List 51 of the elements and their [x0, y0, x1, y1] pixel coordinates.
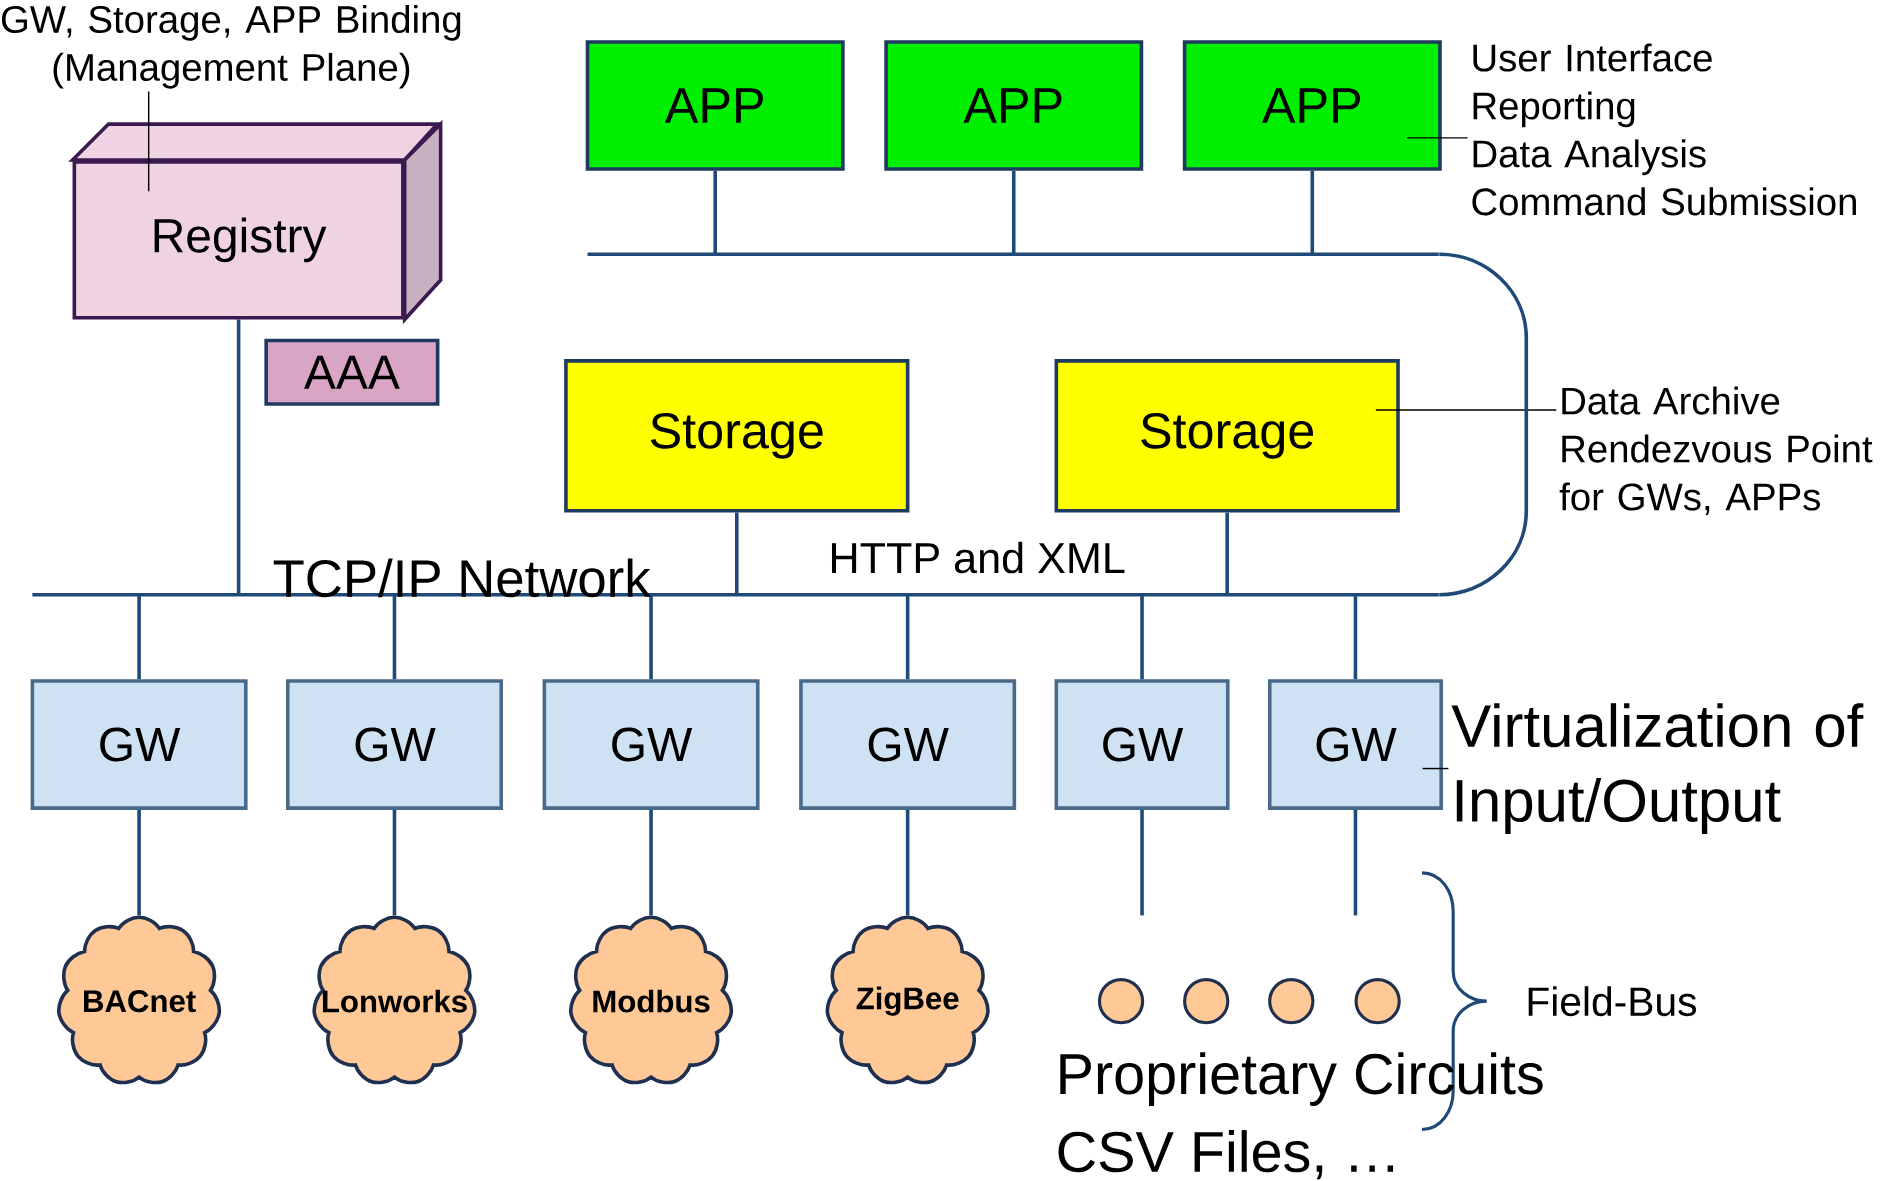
virtualization-note: Virtualization of Input/Output	[1451, 703, 1864, 834]
bus-connector	[905, 594, 910, 680]
leader-line	[147, 90, 150, 192]
bus-connector	[649, 594, 653, 680]
field-bus-label: Field-Bus	[1528, 986, 1697, 1017]
field-line	[1140, 809, 1144, 916]
bus-connector	[392, 809, 397, 916]
bus-connector	[137, 809, 141, 916]
gateway-box: GW	[799, 679, 1017, 810]
device-circle	[1097, 978, 1145, 1025]
device-circle	[1268, 978, 1315, 1025]
gateway-box: GW	[30, 679, 248, 810]
storage-note: Data Archive Rendezvous Point for GWs, APPs	[1559, 386, 1873, 516]
protocol-label: HTTP and XML	[832, 541, 1125, 574]
app-box: APP	[884, 40, 1144, 171]
bus-connector	[1353, 594, 1358, 680]
bus-connector	[1140, 594, 1144, 680]
caption-text: GW, Storage, APP Binding (Management Plane)	[1, 4, 461, 89]
bus-connector	[1310, 170, 1315, 255]
field-line	[1353, 809, 1358, 916]
network-label: TCP/IP Network	[273, 558, 651, 598]
leader-line	[1421, 767, 1450, 770]
storage-box: Storage	[1054, 359, 1400, 513]
bus-connector	[137, 594, 141, 680]
network-cloud: BACnet	[57, 915, 222, 1085]
bus-loop	[1439, 252, 1529, 597]
network-cloud: Lonworks	[312, 915, 477, 1085]
gateway-box: GW	[1054, 679, 1230, 810]
bus-connector	[735, 512, 739, 595]
network-cloud: ZigBee	[825, 915, 990, 1085]
bus-connector	[392, 594, 397, 680]
gateway-box: GW	[1267, 679, 1443, 810]
file-note: CSV Files, …	[1058, 1130, 1394, 1180]
bus-connector	[1011, 170, 1016, 255]
bus-connector	[1225, 512, 1229, 595]
bus-connector	[713, 170, 717, 255]
device-circle	[1183, 978, 1230, 1025]
gateway-box: GW	[285, 679, 503, 810]
bus-connector	[236, 319, 241, 595]
aaa-box: AAA	[264, 338, 440, 406]
gateway-box: GW	[542, 679, 760, 810]
storage-box: Storage	[564, 359, 910, 513]
app-box: APP	[1182, 40, 1442, 171]
leader-line	[1375, 409, 1557, 411]
network-cloud: Modbus	[569, 915, 734, 1085]
app-box: APP	[585, 40, 845, 171]
bus-connector	[905, 809, 910, 916]
device-circle	[1354, 978, 1401, 1025]
feature-list: User Interface Reporting Data Analysis Command Submission	[1472, 43, 1856, 216]
leader-line	[1406, 137, 1469, 139]
bus-connector	[649, 809, 653, 916]
